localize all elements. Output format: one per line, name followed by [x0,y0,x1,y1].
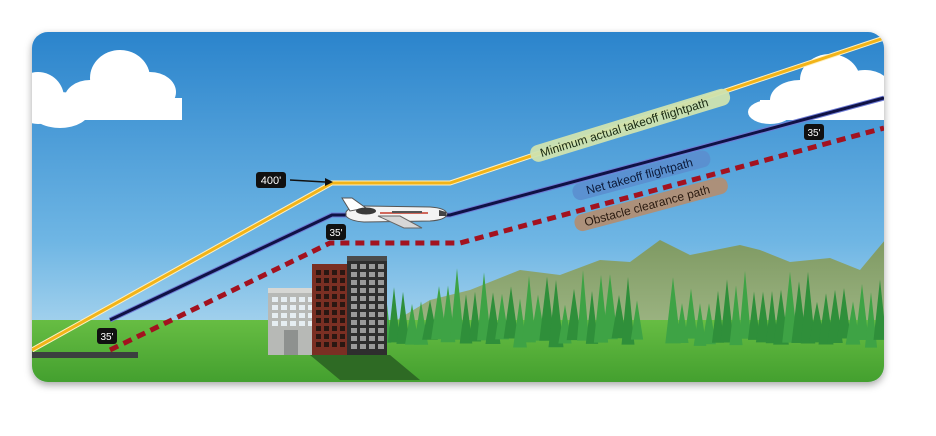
clearance-marker-building: 35' [326,224,346,240]
airplane [341,197,448,229]
mountains [380,240,884,330]
svg-text:35': 35' [100,332,113,343]
svg-text:35': 35' [329,228,342,239]
clearance-marker-right: 35' [804,124,824,140]
buildings [268,256,387,355]
building-shadow [310,355,420,380]
cloud-left [32,50,182,128]
altitude-400-marker: 400' [256,172,333,188]
svg-text:35': 35' [807,128,820,139]
clearance-marker-runway: 35' [97,328,117,344]
obstacle-clearance-path [108,125,884,353]
svg-text:400': 400' [261,175,281,187]
runway [32,352,138,358]
